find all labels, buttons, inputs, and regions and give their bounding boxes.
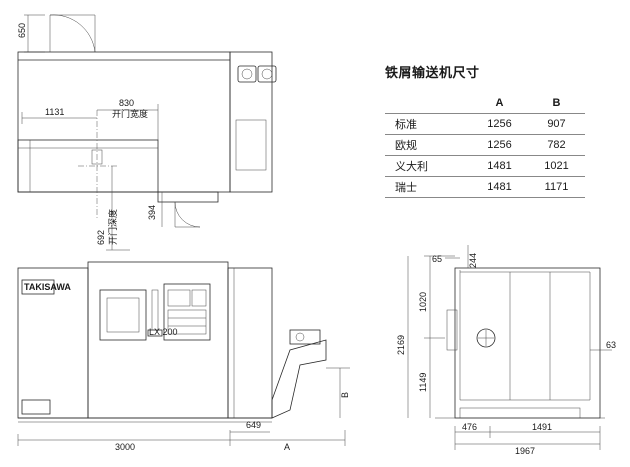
dim-1967: 1967 [515,446,535,456]
dim-1491: 1491 [532,422,552,432]
dim-door-width: 830 [119,98,134,108]
dim-door-depth: 692 [96,230,106,245]
row-b: 907 [547,118,566,130]
dim-left: 1131 [45,107,64,117]
dim-63: 63 [606,340,616,350]
table-row: 瑞士 1481 1171 [385,176,585,198]
top-view: 650 394 1131 830 开门宽度 [17,14,277,251]
dim-2169: 2169 [396,335,406,355]
row-label: 欧规 [395,140,417,152]
dim-overall-width: 3000 [115,442,135,452]
row-a: 1481 [487,160,512,172]
row-b: 782 [547,139,566,151]
table-title: 铁屑输送机尺寸 [385,65,480,80]
dim-1149: 1149 [418,373,428,392]
dim-244: 244 [468,253,478,268]
dim-chip-conveyor: 649 [246,420,261,430]
row-a: 1481 [487,181,512,193]
door-window [99,289,147,341]
dim-chip-door: 394 [147,205,157,220]
chip-conveyor [271,339,327,419]
machine-body-top [17,51,231,193]
chip-conveyor-table: 铁屑输送机尺寸 A B 标准 1256 907 欧规 1256 782 义大利 … [385,62,585,198]
dim-b: B [340,392,350,398]
brand-logo: TAKISAWA [24,282,71,292]
label-door-width: 开门宽度 [112,108,148,119]
front-view: TAKISAWA LX 200 3000 649 [17,261,350,452]
row-a: 1256 [487,118,512,130]
row-a: 1256 [487,139,512,151]
row-b: 1171 [544,181,569,193]
chip-door-arc [174,201,201,228]
table-row: 标准 1256 907 [385,113,585,134]
dim-1020: 1020 [418,292,428,312]
header-col-b: B [552,97,561,109]
machine-side [454,267,601,419]
spindle-symbol [476,328,496,348]
table-header: A B [385,93,585,113]
dim-door-swing: 650 [17,23,27,38]
model-badge: LX 200 [149,327,178,337]
header-col-a: A [495,97,504,109]
row-label: 义大利 [395,161,428,173]
dim-65: 65 [432,254,442,264]
table-row: 义大利 1481 1021 [385,155,585,176]
dim-a: A [284,442,290,452]
row-label: 瑞士 [395,182,417,194]
row-b: 1021 [544,160,569,172]
door-handle-top [91,149,103,165]
dim-476: 476 [462,422,477,432]
door-swing-arc [49,14,96,53]
table-row: 欧规 1256 782 [385,134,585,155]
label-door-depth: 开门深度 [107,209,118,245]
control-panel [163,283,211,341]
side-view: 1020 1149 2169 65 244 63 476 1491 1967 [396,245,616,456]
row-label: 标准 [395,119,417,131]
